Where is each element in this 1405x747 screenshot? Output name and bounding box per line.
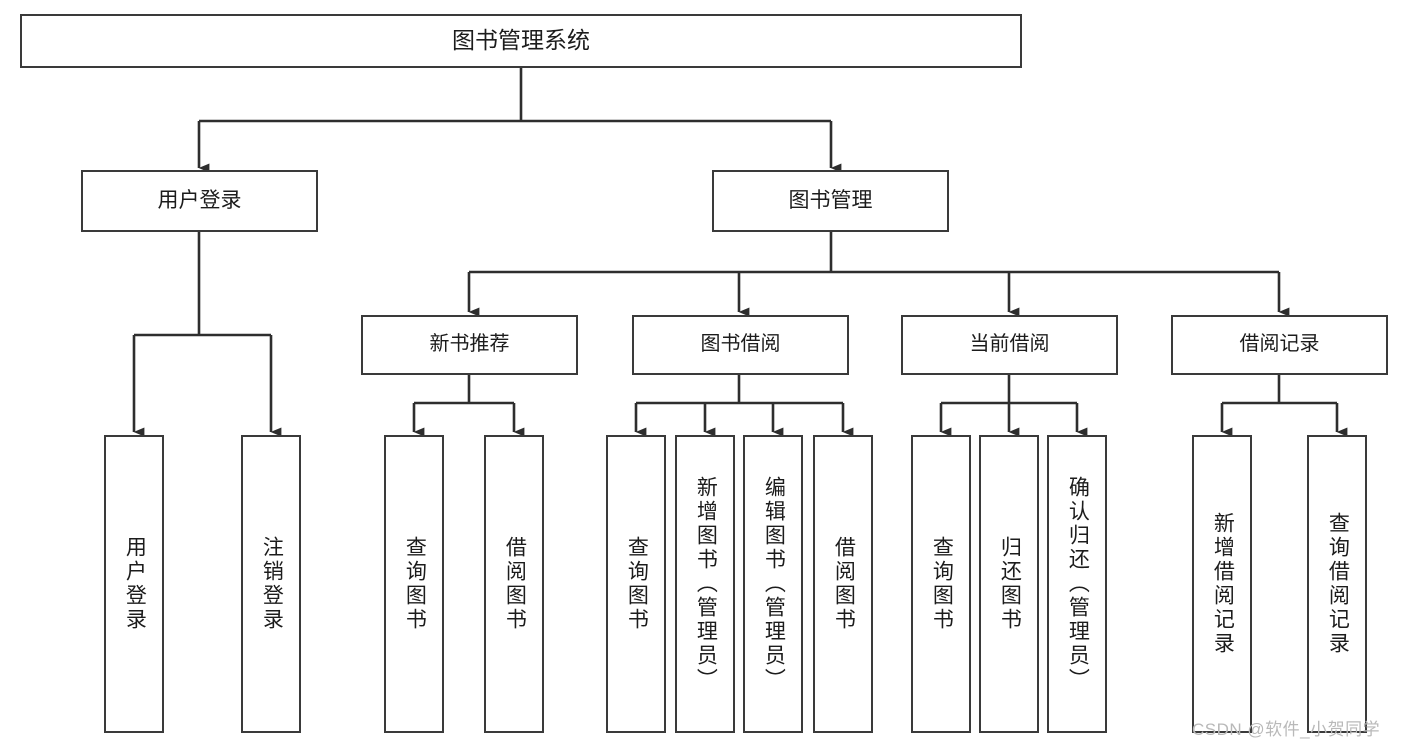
leaf-current-borrow-return[interactable]: 归还图书 bbox=[979, 435, 1039, 733]
leaf-label: 用户登录 bbox=[123, 536, 147, 632]
leaf-borrow-record-query[interactable]: 查询借阅记录 bbox=[1307, 435, 1367, 733]
leaf-label: 借阅图书 bbox=[503, 536, 527, 632]
node-root-book-management-system[interactable]: 图书管理系统 bbox=[20, 14, 1022, 68]
leaf-label: 借阅图书 bbox=[832, 536, 856, 632]
node-book-borrow[interactable]: 图书借阅 bbox=[632, 315, 849, 375]
node-current-borrow-label: 当前借阅 bbox=[969, 333, 1050, 356]
leaf-label: 归还图书 bbox=[998, 536, 1022, 632]
leaf-book-borrow-borrow[interactable]: 借阅图书 bbox=[813, 435, 873, 733]
node-new-book-recommend-label: 新书推荐 bbox=[429, 333, 510, 356]
leaf-label: 注销登录 bbox=[260, 536, 284, 632]
leaf-label: 确认归还（管理员） bbox=[1066, 476, 1090, 692]
csdn-watermark: CSDN @软件_小贺同学 bbox=[1192, 720, 1381, 739]
leaf-label: 查询图书 bbox=[625, 536, 649, 632]
leaf-new-book-query[interactable]: 查询图书 bbox=[384, 435, 444, 733]
node-borrow-record-label: 借阅记录 bbox=[1239, 333, 1320, 356]
leaf-current-borrow-confirm-return[interactable]: 确认归还（管理员） bbox=[1047, 435, 1107, 733]
node-book-management[interactable]: 图书管理 bbox=[712, 170, 949, 232]
leaf-borrow-record-add[interactable]: 新增借阅记录 bbox=[1192, 435, 1252, 733]
leaf-book-borrow-add[interactable]: 新增图书（管理员） bbox=[675, 435, 735, 733]
leaf-label: 编辑图书（管理员） bbox=[762, 476, 786, 692]
node-book-management-label: 图书管理 bbox=[788, 188, 873, 212]
leaf-user-login-login[interactable]: 用户登录 bbox=[104, 435, 164, 733]
leaf-user-login-logout[interactable]: 注销登录 bbox=[241, 435, 301, 733]
leaf-current-borrow-query[interactable]: 查询图书 bbox=[911, 435, 971, 733]
leaf-label: 新增图书（管理员） bbox=[694, 476, 718, 692]
leaf-label: 新增借阅记录 bbox=[1211, 512, 1235, 656]
leaf-book-borrow-query[interactable]: 查询图书 bbox=[606, 435, 666, 733]
leaf-label: 查询图书 bbox=[403, 536, 427, 632]
node-current-borrow[interactable]: 当前借阅 bbox=[901, 315, 1118, 375]
node-user-login-label: 用户登录 bbox=[157, 188, 242, 212]
node-book-borrow-label: 图书借阅 bbox=[700, 333, 781, 356]
leaf-label: 查询图书 bbox=[930, 536, 954, 632]
node-root-label: 图书管理系统 bbox=[452, 27, 590, 54]
leaf-label: 查询借阅记录 bbox=[1326, 512, 1350, 656]
node-new-book-recommend[interactable]: 新书推荐 bbox=[361, 315, 578, 375]
leaf-book-borrow-edit[interactable]: 编辑图书（管理员） bbox=[743, 435, 803, 733]
node-borrow-record[interactable]: 借阅记录 bbox=[1171, 315, 1388, 375]
node-user-login[interactable]: 用户登录 bbox=[81, 170, 318, 232]
leaf-new-book-borrow[interactable]: 借阅图书 bbox=[484, 435, 544, 733]
